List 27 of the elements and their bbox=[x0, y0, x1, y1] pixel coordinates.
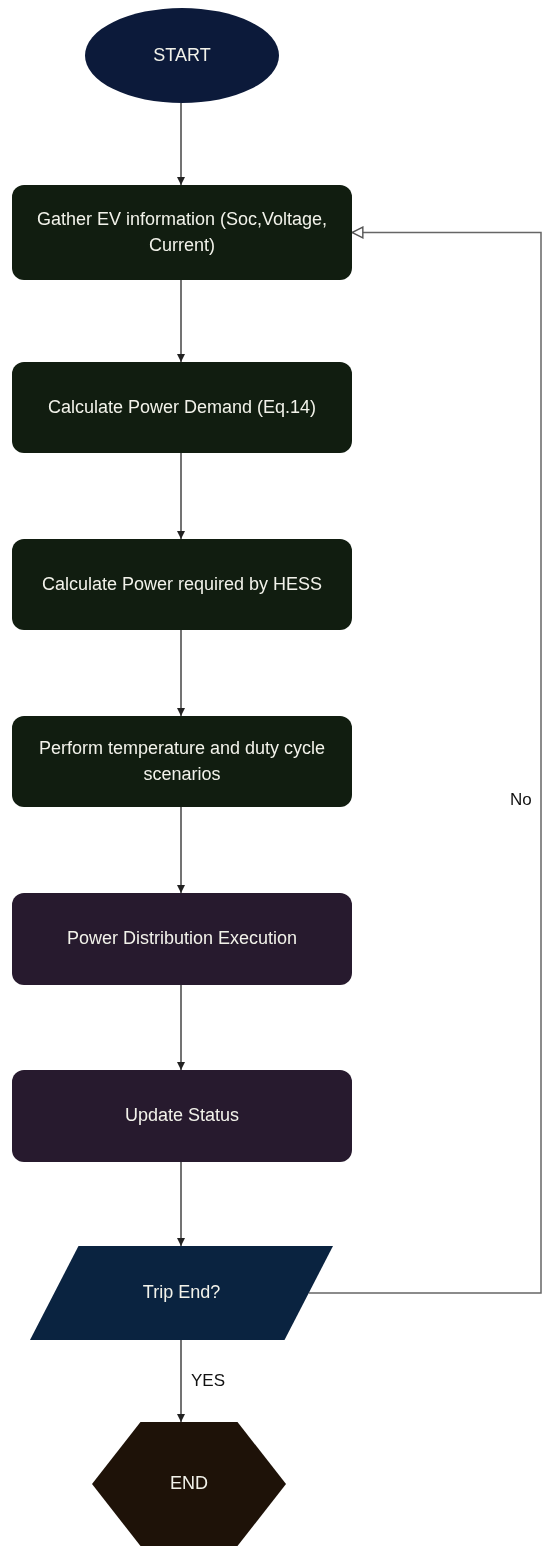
arrow bbox=[177, 1161, 185, 1247]
node-label: END bbox=[170, 1472, 208, 1496]
arrow bbox=[177, 1339, 185, 1423]
node-label: START bbox=[153, 43, 211, 67]
process-box bbox=[12, 185, 352, 280]
process-box bbox=[12, 893, 352, 985]
arrow bbox=[177, 806, 185, 894]
arrow bbox=[308, 226, 542, 1294]
process-box bbox=[12, 1070, 352, 1162]
node-label: Calculate Power required by HESS bbox=[41, 572, 323, 596]
process-box bbox=[12, 716, 352, 807]
start-terminal bbox=[85, 8, 279, 103]
arrow bbox=[177, 279, 185, 363]
arrow bbox=[177, 452, 185, 540]
node-label: Trip End? bbox=[142, 1281, 221, 1305]
end-terminal bbox=[92, 1422, 286, 1546]
process-box bbox=[12, 362, 352, 453]
arrow bbox=[177, 629, 185, 717]
arrow bbox=[177, 984, 185, 1071]
node-label: Calculate Power Demand (Eq.14) bbox=[47, 395, 317, 419]
arrow bbox=[177, 102, 185, 186]
node-label: Update Status bbox=[124, 1104, 240, 1128]
node-label: Gather EV information (Soc,Voltage, Current) bbox=[35, 208, 329, 257]
process-box bbox=[12, 539, 352, 630]
decision-parallelogram bbox=[30, 1246, 333, 1340]
node-label: Power Distribution Execution bbox=[66, 927, 298, 951]
node-label: Perform temperature and duty cycle scenarios bbox=[37, 737, 327, 786]
